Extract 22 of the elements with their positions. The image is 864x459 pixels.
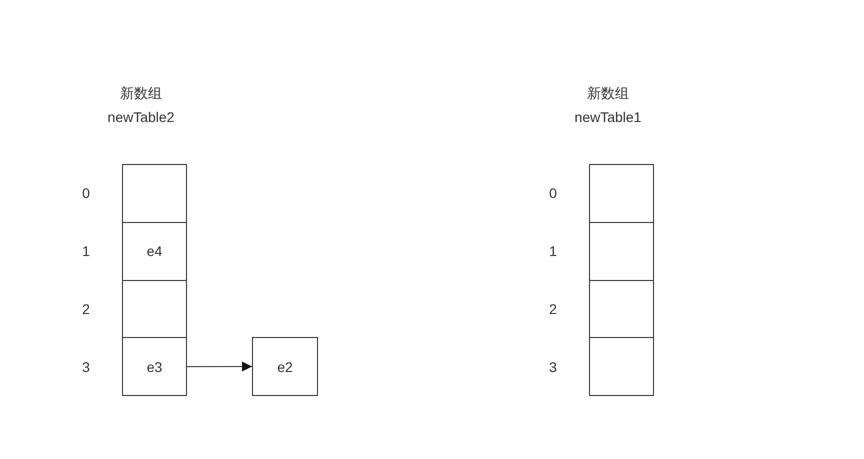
array-cell <box>589 164 654 223</box>
array-cell <box>589 337 654 396</box>
array-cell: e3 <box>122 337 187 396</box>
array-cell <box>122 280 187 338</box>
index-label: 1 <box>548 242 558 260</box>
index-label: 2 <box>548 300 558 318</box>
array-cell <box>122 164 187 223</box>
array-cell <box>589 280 654 338</box>
index-label: 2 <box>81 300 91 318</box>
index-label: 1 <box>81 242 91 260</box>
array-caption: 新数组 <box>120 84 162 102</box>
index-label: 0 <box>81 184 91 202</box>
array-name: newTable1 <box>574 108 642 126</box>
array-cell: e4 <box>122 222 187 280</box>
array-cell <box>589 222 654 280</box>
index-label: 3 <box>81 358 91 376</box>
array-name: newTable2 <box>108 108 174 126</box>
list-node-box: e2 <box>252 337 318 396</box>
array-caption: 新数组 <box>587 84 629 102</box>
arrow <box>186 362 252 372</box>
index-label: 3 <box>548 358 558 376</box>
index-label: 0 <box>548 184 558 202</box>
